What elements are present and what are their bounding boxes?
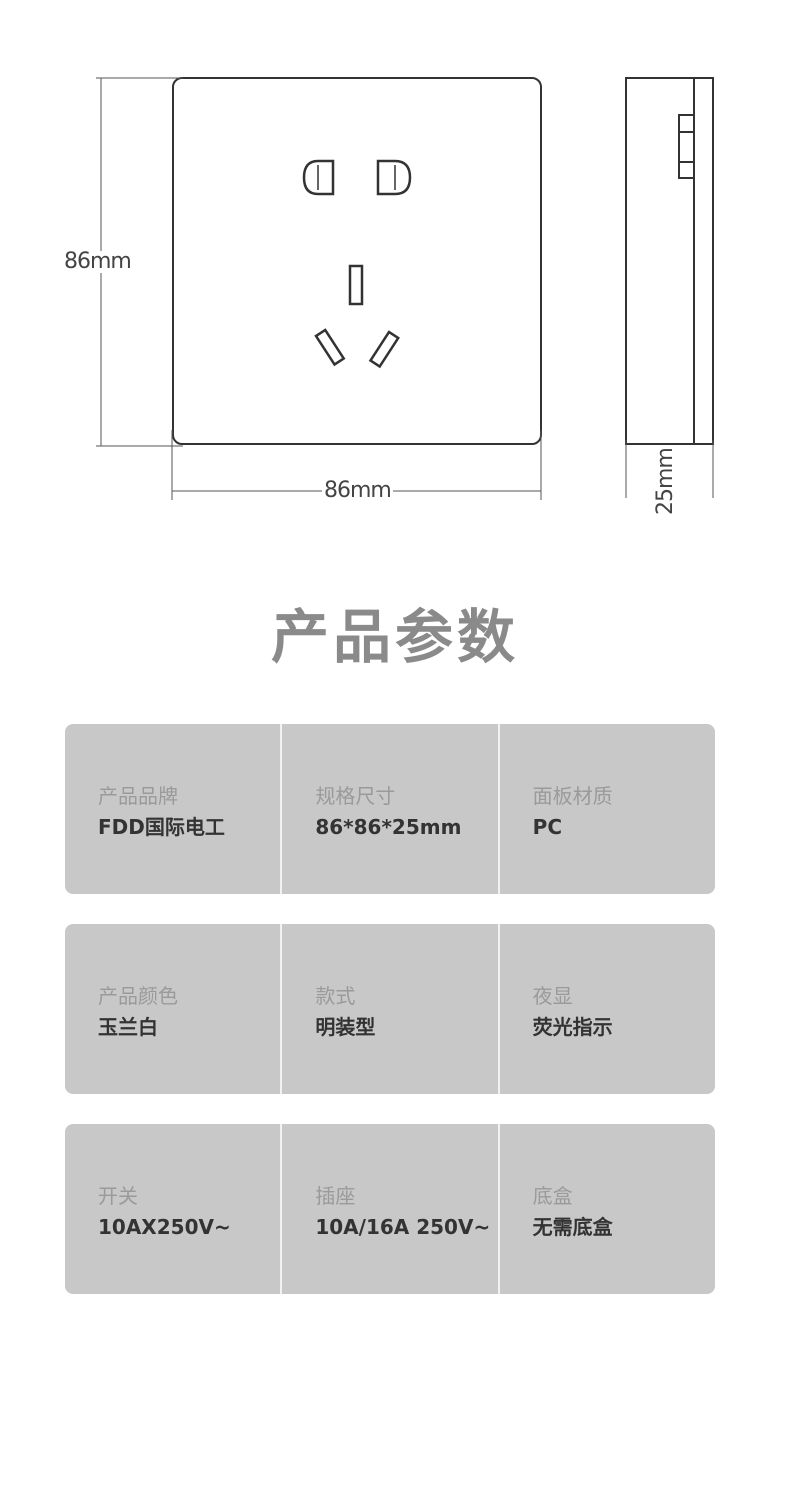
- spec-value: PC: [532, 815, 562, 839]
- slant-pin-right-icon: [368, 330, 400, 369]
- spec-value: 荧光指示: [532, 1015, 613, 1039]
- spec-cell: 夜显 荧光指示: [497, 924, 715, 1094]
- spec-cell: 规格尺寸 86*86*25mm: [280, 724, 497, 894]
- height-dimension-label: 86mm: [64, 249, 132, 274]
- two-pin-left-icon: [302, 159, 335, 196]
- spec-value: FDD国际电工: [98, 815, 225, 839]
- spec-label: 规格尺寸: [315, 784, 396, 808]
- spec-label: 夜显: [532, 984, 573, 1008]
- socket-drawing: [96, 77, 714, 500]
- spec-label: 款式: [315, 984, 356, 1008]
- spec-value: 玉兰白: [98, 1015, 158, 1039]
- spec-label: 开关: [98, 1184, 138, 1208]
- spec-value: 明装型: [315, 1015, 376, 1039]
- spec-cell: 插座 10A/16A 250V~: [280, 1124, 497, 1294]
- two-pin-right-icon: [376, 159, 412, 196]
- depth-dimension-label: 25mm: [653, 448, 678, 515]
- side-view-outline: [625, 77, 714, 445]
- width-dimension-label: 86mm: [322, 478, 393, 503]
- spec-label: 面板材质: [532, 784, 613, 808]
- dimension-diagram: 86mm 86mm 25mm: [0, 0, 790, 540]
- spec-value: 10A/16A 250V~: [315, 1215, 491, 1239]
- spec-row: 产品颜色 玉兰白 款式 明装型 夜显 荧光指示: [65, 924, 715, 1094]
- slant-pin-left-icon: [314, 328, 346, 367]
- spec-label: 产品颜色: [98, 984, 178, 1008]
- spec-cell: 面板材质 PC: [497, 724, 715, 894]
- spec-cell: 底盒 无需底盒: [497, 1124, 715, 1294]
- spec-label: 底盒: [532, 1184, 573, 1208]
- spec-value: 10AX250V~: [98, 1215, 231, 1239]
- spec-label: 产品品牌: [98, 784, 178, 808]
- spec-cell: 开关 10AX250V~: [65, 1124, 280, 1294]
- spec-row: 产品品牌 FDD国际电工 规格尺寸 86*86*25mm 面板材质 PC: [65, 724, 715, 894]
- spec-label: 插座: [315, 1184, 356, 1208]
- spec-value: 86*86*25mm: [315, 815, 462, 839]
- front-panel-outline: [172, 77, 542, 445]
- ground-pin-icon: [348, 264, 364, 306]
- section-title: 产品参数: [270, 603, 519, 671]
- spec-cell: 产品品牌 FDD国际电工: [65, 724, 280, 894]
- spec-cell: 款式 明装型: [280, 924, 497, 1094]
- spec-cell: 产品颜色 玉兰白: [65, 924, 280, 1094]
- spec-value: 无需底盒: [532, 1215, 613, 1239]
- spec-row: 开关 10AX250V~ 插座 10A/16A 250V~ 底盒 无需底盒: [65, 1124, 715, 1294]
